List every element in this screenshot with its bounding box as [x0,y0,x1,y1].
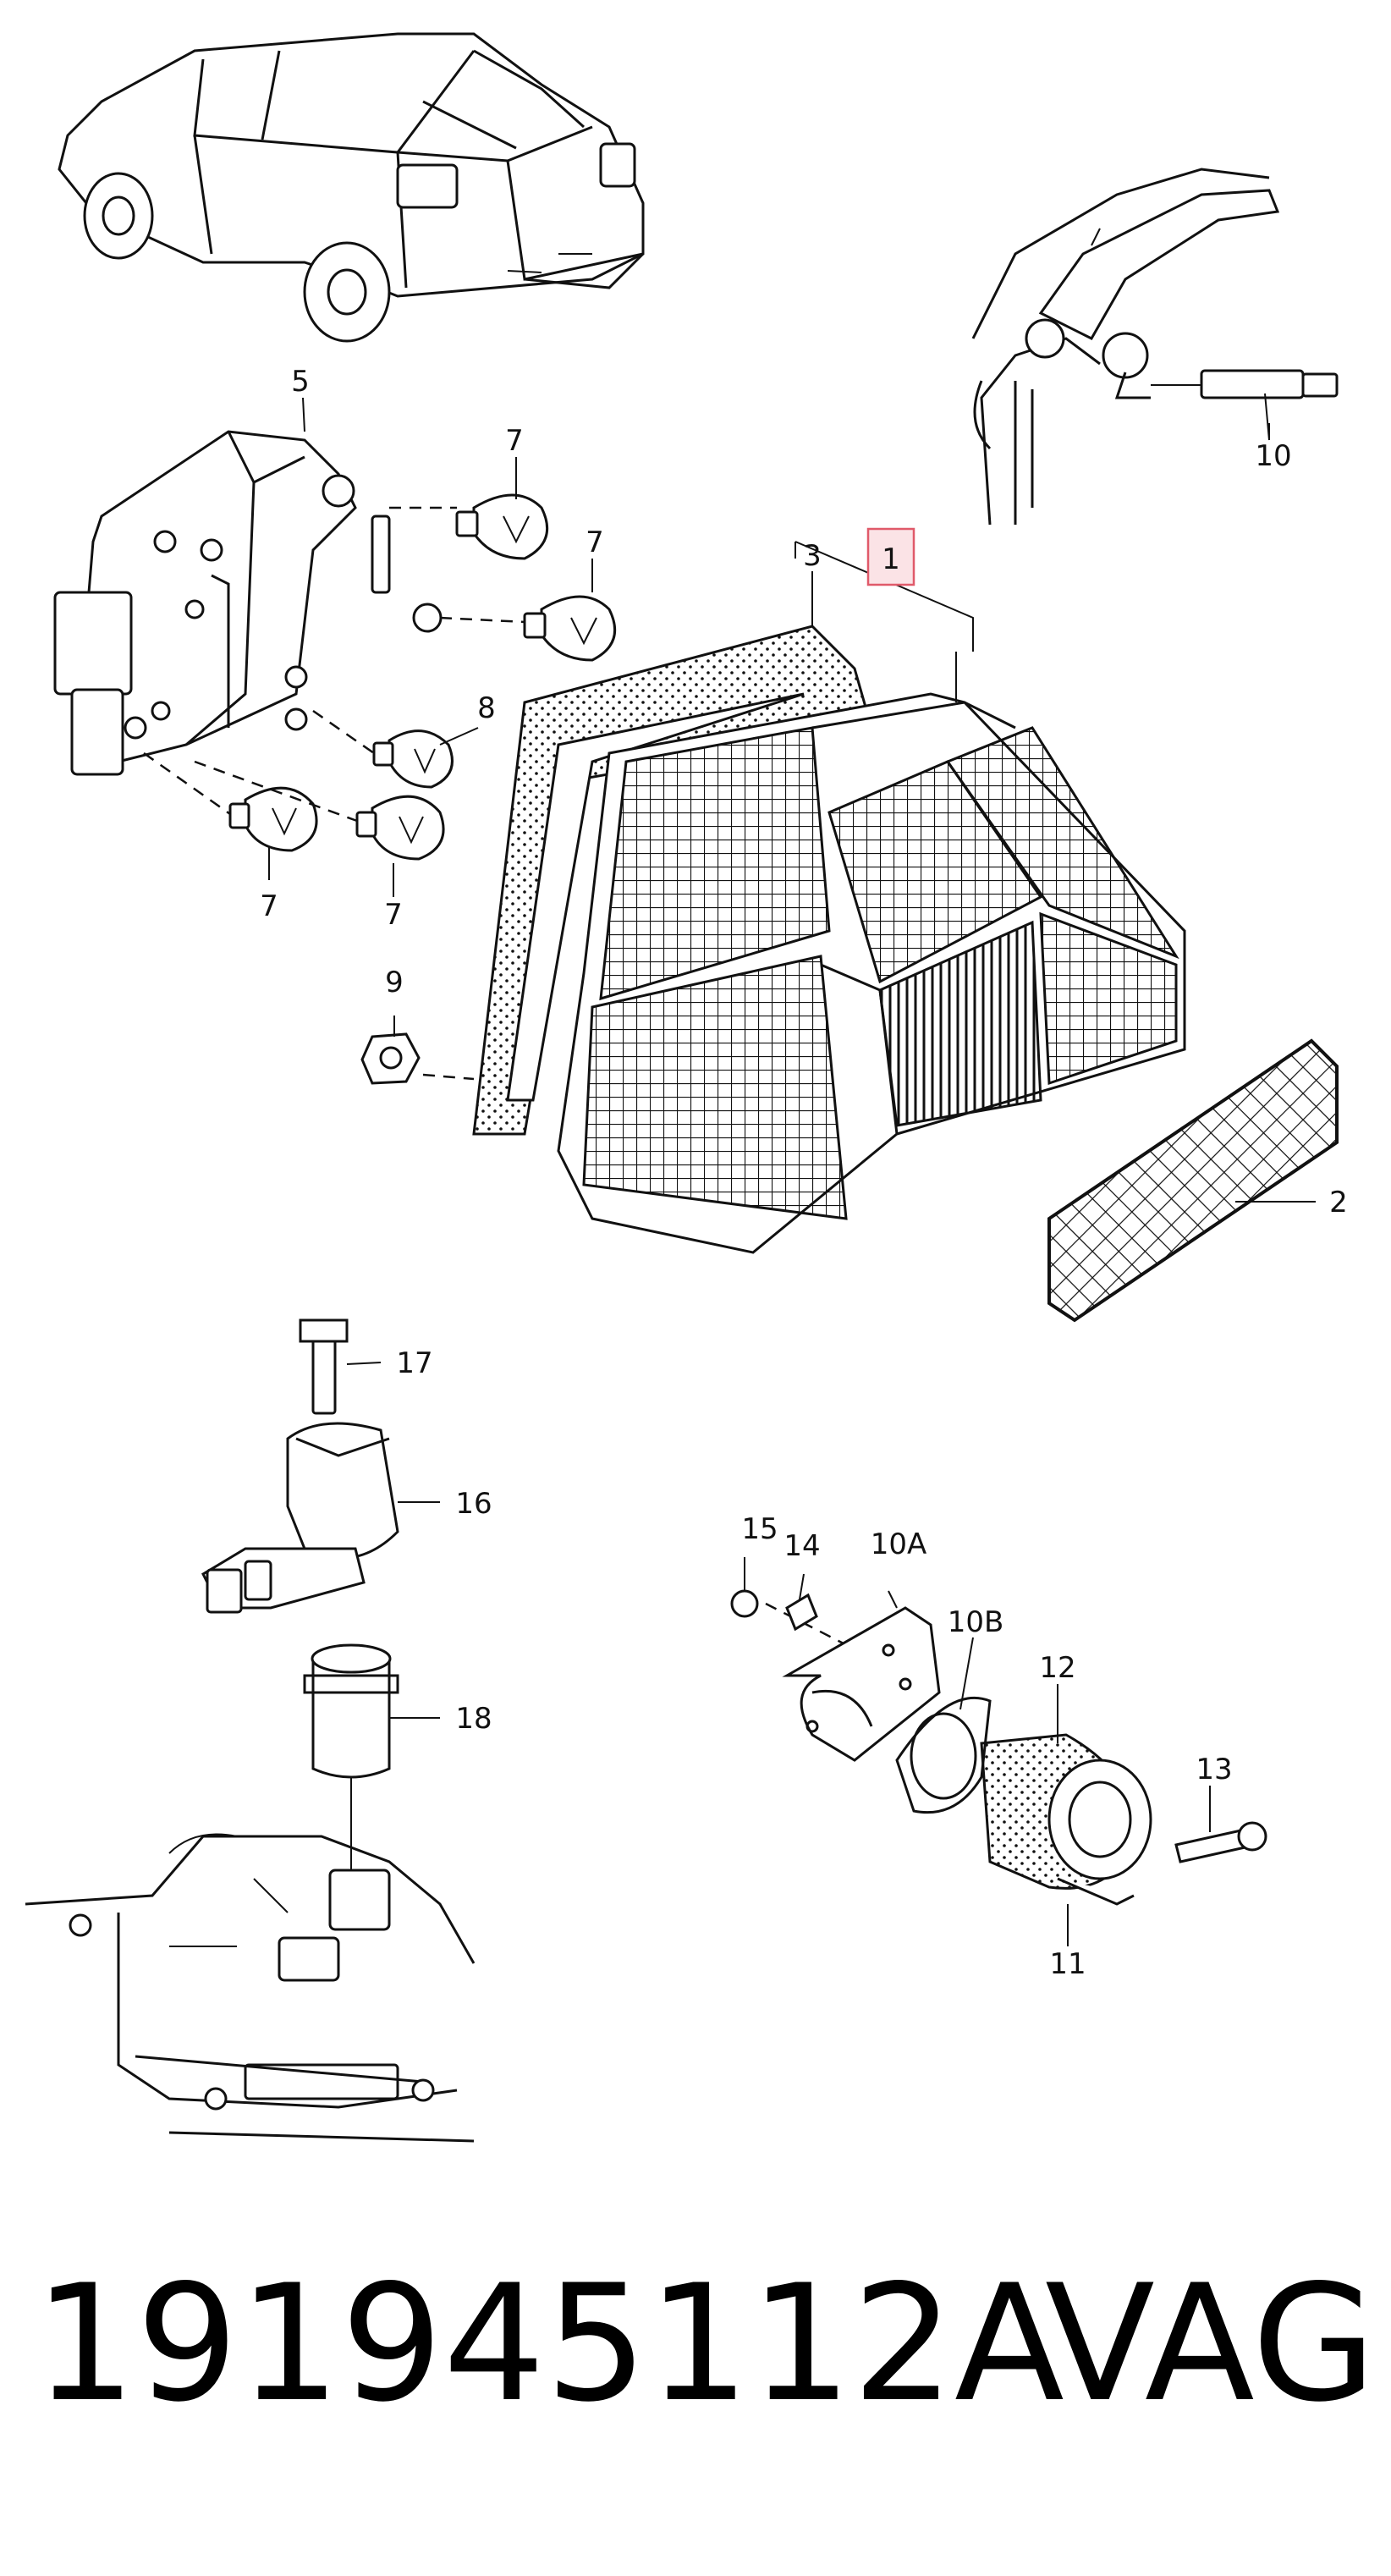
assembly-line [143,751,231,816]
callout-9: 9 [385,966,404,999]
engine-block [25,1833,476,2143]
brand-name: VAG [1045,2250,1377,2437]
bracket-assembly [971,168,1339,526]
part-number: 191945112A [34,2250,1064,2437]
bulb-icon [355,795,445,861]
bulb-icon [372,729,454,789]
sensor-unit [201,1318,399,1614]
reflector [1047,1038,1339,1323]
callout-7: 7 [586,526,604,559]
callout-highlight [866,527,915,586]
callout-10a: 10A [871,1527,927,1561]
assembly-line [194,760,358,823]
callout-7: 7 [384,898,403,932]
bulb-holder [53,430,443,776]
callout-13: 13 [1196,1753,1232,1786]
callout-16: 16 [455,1487,492,1521]
assembly-line [312,709,375,755]
footer: 191945112A VAG [0,2217,1391,2471]
callout-15: 15 [741,1512,778,1546]
hub-assembly [730,1589,1267,1906]
callout-18: 18 [455,1702,492,1736]
bulb-icon [455,493,549,560]
callout-12: 12 [1039,1651,1075,1685]
parts-diagram: 1 2 3 5 7 7 7 7 8 9 10 10A 10B 11 12 13 … [25,32,1348,2143]
assembly-line [439,616,525,624]
cap [303,1643,399,1887]
callout-2: 2 [1329,1186,1348,1219]
car-illustration [58,32,645,343]
callout-10b: 10B [948,1605,1004,1639]
nut-icon [360,1032,421,1085]
leader-lines [268,397,1316,1946]
bulb-icon [228,786,318,852]
callout-7: 7 [260,889,278,923]
callout-7: 7 [505,424,524,458]
assembly-line [422,1073,475,1081]
tail-light [557,692,1186,1254]
bulb-icon [523,595,617,662]
callout-11: 11 [1049,1947,1086,1981]
callout-1: 1 [882,542,900,576]
callout-10: 10 [1255,439,1291,473]
callout-8: 8 [477,691,496,725]
callout-17: 17 [396,1346,432,1380]
callout-14: 14 [783,1529,820,1563]
callout-5: 5 [291,365,310,399]
callout-3: 3 [803,539,822,573]
